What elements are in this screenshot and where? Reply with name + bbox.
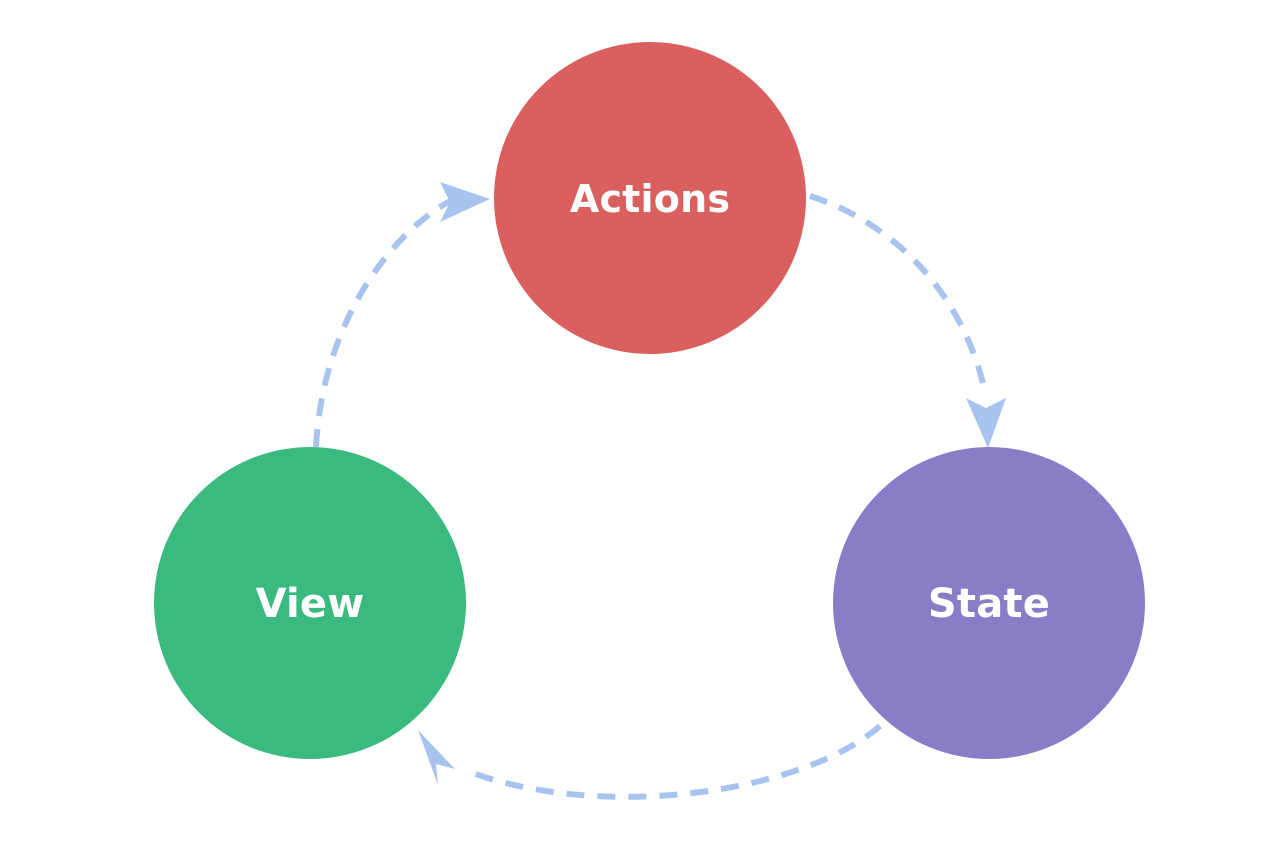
- state-circle[interactable]: [833, 447, 1145, 759]
- view-circle[interactable]: [154, 447, 466, 759]
- edge-state-to-view-arrowhead: [418, 730, 455, 785]
- edge-actions-to-state-arrowhead: [966, 398, 1006, 448]
- actions-circle[interactable]: [494, 42, 806, 354]
- edge-view-to-actions-path: [313, 197, 454, 448]
- edge-view-to-actions-arrowhead: [440, 182, 490, 222]
- edge-actions-to-state-path: [809, 193, 988, 393]
- edge-state-to-view-path: [468, 723, 882, 800]
- edge-view-to-actions: [313, 182, 490, 448]
- node-view[interactable]: View: [154, 447, 466, 759]
- node-state[interactable]: State: [833, 447, 1145, 759]
- node-actions[interactable]: Actions: [494, 42, 806, 354]
- state-label: State: [928, 581, 1050, 627]
- view-label: View: [256, 581, 365, 627]
- actions-label: Actions: [570, 177, 730, 221]
- edge-actions-to-state: [809, 193, 1006, 448]
- edge-state-to-view: [418, 723, 882, 800]
